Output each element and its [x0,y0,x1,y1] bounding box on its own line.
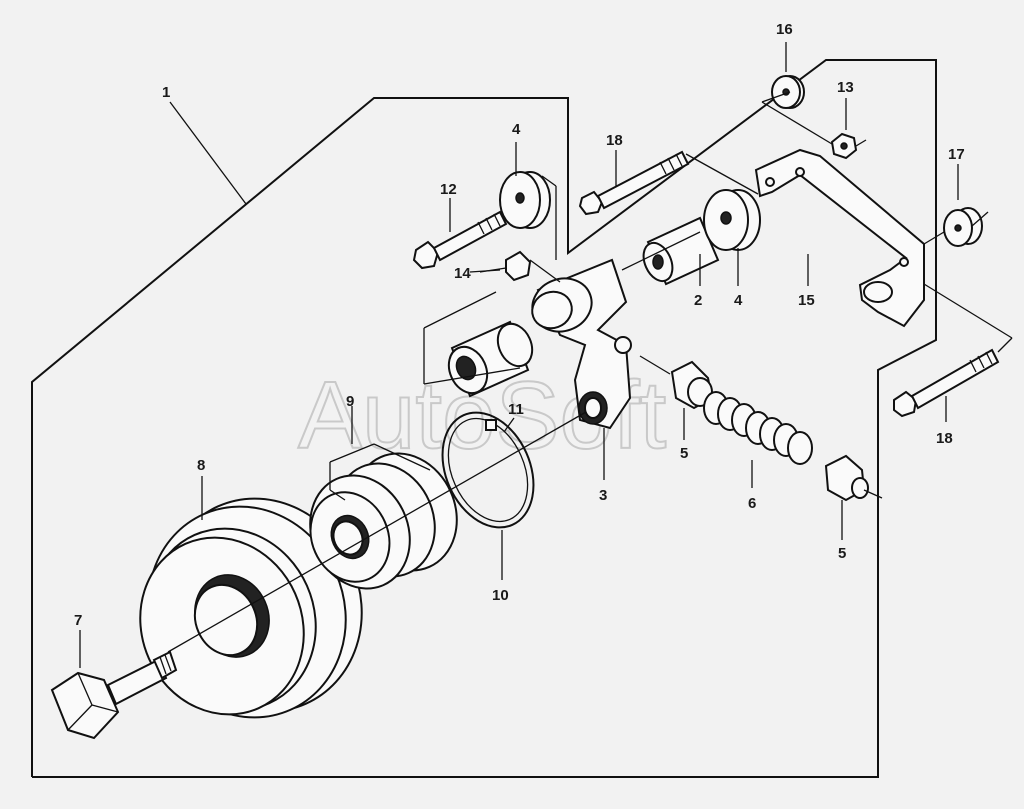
callout-7: 7 [74,612,82,629]
callout-8: 8 [197,457,205,474]
callout-15: 15 [798,292,815,309]
assembly-center-lines [167,91,1013,653]
mounting-bracket [754,148,925,328]
callout-10: 10 [492,587,509,604]
grease-fitting [479,250,532,282]
callout-6: 6 [748,495,756,512]
bearing [309,452,458,590]
callout-18-upper: 18 [606,132,623,149]
callout-12: 12 [440,181,457,198]
callout-13: 13 [837,79,854,96]
callout-5-lower: 5 [838,545,846,562]
callout-4-right: 4 [734,292,743,309]
bolt-12 [412,210,508,270]
washer-upper [499,171,551,229]
callout-2: 2 [694,292,702,309]
bolt-18-lower [893,348,1000,418]
callout-18-lower: 18 [936,430,953,447]
pulley-bolt [50,650,178,740]
callout-14: 14 [454,265,471,282]
callout-9: 9 [346,393,354,410]
assembly-outline [31,59,937,778]
washer-right [703,189,761,251]
nut-13 [830,132,858,160]
spacer-17 [943,207,983,247]
callout-numbers: 1 2 3 4 4 5 5 6 7 8 9 10 11 12 13 14 15 … [74,21,965,629]
callout-3: 3 [599,487,607,504]
callout-16: 16 [776,21,793,38]
washer-16 [771,75,805,109]
spring-guide-lower [824,454,869,502]
callout-11: 11 [508,401,524,418]
tension-spring [703,391,813,465]
tensioner-arm [531,258,632,430]
bolt-18-upper [578,150,690,216]
pulley [139,497,363,719]
callout-17: 17 [948,146,965,163]
callout-5-upper: 5 [680,445,688,462]
callout-1: 1 [162,84,170,101]
leader-lines [79,42,959,668]
snap-ring [441,411,535,529]
callout-4-upper: 4 [512,121,521,138]
bushing-left [447,320,534,398]
